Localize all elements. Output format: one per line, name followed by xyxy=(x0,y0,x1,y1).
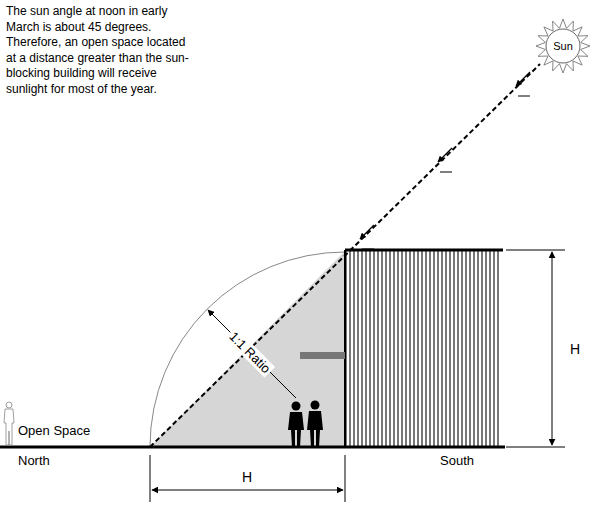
ground-line xyxy=(0,446,505,449)
area-label: Open Space xyxy=(18,423,90,438)
dimension-label: H xyxy=(242,470,252,485)
direction-label: North xyxy=(18,453,50,468)
ratio-leader xyxy=(208,310,296,398)
people-silhouettes xyxy=(288,401,323,448)
sun-spikes xyxy=(536,19,590,73)
sun-circle-shape xyxy=(546,29,580,63)
ratio-label: 1:1 Ratio xyxy=(225,327,275,377)
dimension-label: H xyxy=(570,342,580,357)
width-dimension xyxy=(150,455,345,502)
overhang-bar xyxy=(300,352,345,359)
ray-arrows xyxy=(360,72,530,249)
building-roof xyxy=(345,249,503,252)
sun-rays xyxy=(536,19,590,73)
direction-label: South xyxy=(440,453,474,468)
height-dimension xyxy=(506,250,565,447)
person-outline xyxy=(4,402,14,445)
building-hatching xyxy=(346,251,500,447)
sun-circle: Sun xyxy=(545,28,581,64)
building-wall xyxy=(344,250,346,447)
sun-ray xyxy=(150,64,540,447)
sun-label: Sun xyxy=(553,40,573,52)
note-text: The sun angle at noon in early March is … xyxy=(6,4,196,97)
